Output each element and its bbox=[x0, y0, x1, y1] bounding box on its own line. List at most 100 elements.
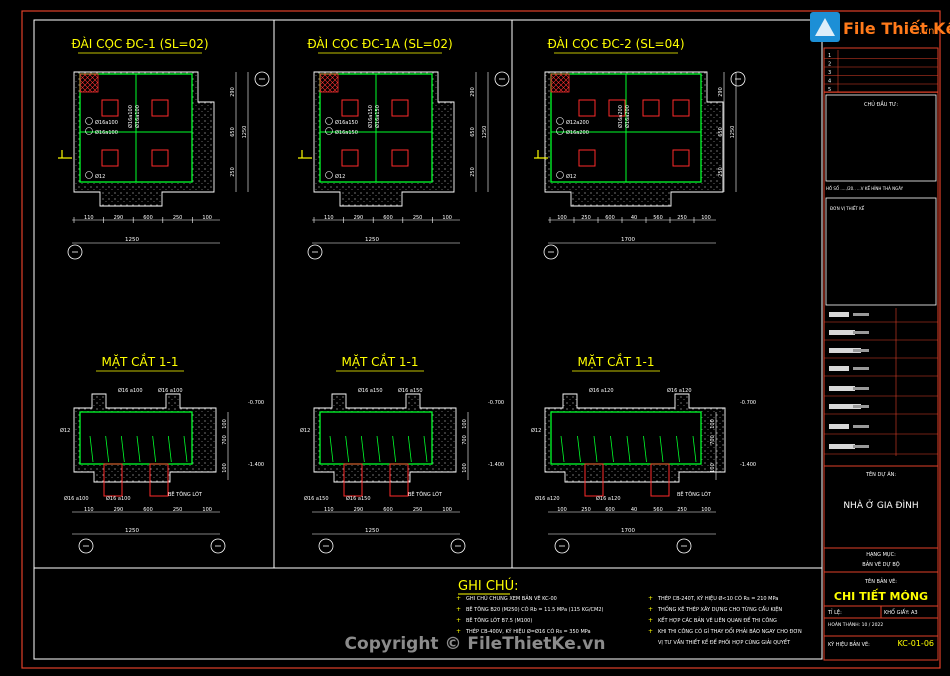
grid-bubble bbox=[676, 538, 692, 554]
grid-bubble bbox=[450, 538, 466, 554]
notes-title: GHI CHÚ: bbox=[458, 578, 519, 594]
project-name: NHÀ Ở GIA ĐÌNH bbox=[843, 499, 918, 511]
dim-text: 100 bbox=[557, 215, 567, 221]
section-bar bbox=[120, 435, 125, 463]
rebar-label-vertical: Ø16a150 bbox=[374, 105, 381, 128]
pile bbox=[608, 99, 626, 117]
rev-row-number: 3 bbox=[828, 70, 831, 76]
level-top: -0.700 bbox=[740, 400, 756, 406]
logo: File Thiết Kế .vn bbox=[810, 12, 950, 42]
section-bar bbox=[360, 435, 365, 463]
logo-shape bbox=[815, 18, 835, 36]
section-bar bbox=[423, 435, 428, 463]
pile bbox=[341, 149, 359, 167]
pile bbox=[672, 99, 690, 117]
sec-dim-text: 100 bbox=[442, 507, 452, 513]
column-hatch bbox=[79, 73, 99, 93]
project-label: TÊN DỰ ÁN: bbox=[865, 470, 896, 478]
dim-total: 1250 bbox=[125, 237, 139, 243]
dim-total: 1700 bbox=[621, 237, 635, 243]
section-bar bbox=[345, 435, 350, 463]
note-item: THÉP CB-240T, KÝ HIỆU Ø<10 CÓ Rs = 210 M… bbox=[657, 594, 778, 602]
section-title: MẶT CẮT 1-1 bbox=[101, 353, 178, 369]
pile bbox=[101, 149, 119, 167]
lean-concrete-label: BÊ TÔNG LÓT bbox=[677, 490, 712, 498]
section-title: MẶT CẮT 1-1 bbox=[577, 353, 654, 369]
section-dim-text: 100 bbox=[222, 419, 228, 429]
section-title: MẶT CẮT 1-1 bbox=[341, 353, 418, 369]
dim-text: 250 bbox=[413, 215, 423, 221]
rebar-label: Ø16a100 bbox=[95, 119, 118, 126]
grid-bubble bbox=[67, 244, 83, 260]
section-rebar-cage bbox=[550, 411, 702, 465]
pile bbox=[151, 99, 169, 117]
dim-text: 600 bbox=[143, 215, 153, 221]
notes-border bbox=[33, 567, 823, 660]
sec-dim-total: 1250 bbox=[365, 528, 379, 534]
section-bar bbox=[167, 435, 172, 463]
scale-label: TỈ LỆ: bbox=[827, 608, 842, 616]
copyright-watermark: Copyright © FileThietKe.vn bbox=[345, 634, 606, 654]
section-dim-text: 100 bbox=[462, 463, 468, 473]
grid-bubble bbox=[210, 538, 226, 554]
note-item: BÊ TÔNG LÓT B7.5 (M100) bbox=[466, 616, 532, 624]
dim-text: 100 bbox=[202, 215, 212, 221]
rebar-label: Ø16a100 bbox=[95, 129, 118, 136]
section-top-label: Ø16 a120 bbox=[667, 387, 692, 394]
design-unit-box bbox=[825, 197, 937, 306]
sec-dim-text: 100 bbox=[701, 507, 711, 513]
category-value: BẢN VẼ DỰ BỘ bbox=[862, 560, 900, 568]
drawing-no: KC-01-06 bbox=[897, 639, 934, 648]
rebar-label-vertical: Ø16a200 bbox=[624, 105, 631, 128]
grid-bubble bbox=[494, 71, 510, 87]
dim-text: 250 bbox=[677, 215, 687, 221]
grid-bubble bbox=[554, 538, 570, 554]
dim-text: 600 bbox=[605, 215, 615, 221]
date-line: HOÀN THÀNH: 10 / 2022 bbox=[828, 621, 883, 628]
sign-row-redacted bbox=[853, 445, 869, 448]
section-bar bbox=[152, 435, 157, 463]
sec-dim-text: 110 bbox=[84, 507, 94, 513]
pile bbox=[642, 99, 660, 117]
section-bottom-label: Ø16 a100 bbox=[64, 495, 89, 502]
drawing-name: CHI TIẾT MÓNG bbox=[834, 588, 928, 603]
grid-bubble bbox=[318, 538, 334, 554]
dim-text-right: 290 bbox=[470, 87, 476, 97]
rebar-label: Ø12 bbox=[566, 173, 576, 180]
section-side-bar: Ø12 bbox=[300, 427, 310, 434]
panel-3: ĐÀI CỌC ĐC-2 (SL=04)Ø12a200Ø16a200Ø12Ø16… bbox=[531, 36, 756, 554]
sign-row-redacted bbox=[853, 387, 869, 390]
note-bullet: + bbox=[648, 606, 653, 613]
section-top-label: Ø16 a120 bbox=[589, 387, 614, 394]
rebar-marker bbox=[85, 171, 93, 179]
sign-row-redacted bbox=[853, 349, 869, 352]
sec-dim-total: 1700 bbox=[621, 528, 635, 534]
pile bbox=[391, 99, 409, 117]
rebar-label: Ø12 bbox=[95, 173, 105, 180]
rebar-label: Ø16a200 bbox=[566, 129, 589, 136]
section-dim-text: 100 bbox=[710, 463, 716, 473]
note-item: GHI CHÚ CHUNG XEM BẢN VẼ KC-00 bbox=[466, 594, 557, 602]
sign-row-redacted bbox=[829, 404, 861, 409]
section-bar bbox=[610, 435, 614, 463]
sec-dim-text: 250 bbox=[677, 507, 687, 513]
dim-text-right: 650 bbox=[718, 127, 724, 137]
dim-total: 1250 bbox=[365, 237, 379, 243]
rebar-marker bbox=[556, 127, 564, 135]
section-top-label: Ø16 a150 bbox=[398, 387, 423, 394]
section-bar bbox=[626, 435, 631, 463]
sec-dim-text: 250 bbox=[581, 507, 591, 513]
column-hatch bbox=[550, 73, 570, 93]
section-bar bbox=[136, 435, 141, 463]
note-bullet: + bbox=[456, 628, 461, 635]
sec-dim-text: 110 bbox=[324, 507, 334, 513]
section-dim-text: 700 bbox=[222, 435, 228, 445]
dim-text: 600 bbox=[383, 215, 393, 221]
pile bbox=[341, 99, 359, 117]
title-block-frame bbox=[823, 47, 939, 661]
panel-2: ĐÀI CỌC ĐC-1A (SL=02)Ø16a150Ø16a150Ø12Ø1… bbox=[298, 36, 510, 554]
note-bullet: + bbox=[456, 595, 461, 602]
rebar-label-vertical: Ø16a100 bbox=[127, 105, 134, 128]
sign-row-redacted bbox=[829, 386, 855, 391]
